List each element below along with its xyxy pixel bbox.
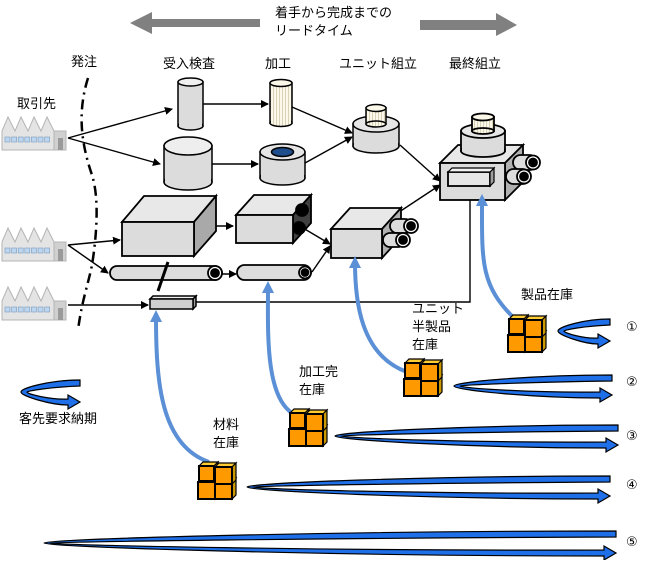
lead-time-loop-1 [557,318,612,350]
unit-box-with-pipes [328,205,419,261]
receiving-wide-cylinder [163,136,213,191]
supply-arrow [150,310,210,464]
lead-time-loop-3 [334,424,620,454]
inventory-cube-stack [402,357,444,398]
unit-semi-inventory-label-1: ユニット [412,302,465,317]
supply-arrow [262,281,294,415]
lead-time-loop-5 [43,530,618,562]
material-inventory-label-2: 在庫 [213,436,240,451]
supply-arrow [476,194,516,320]
material-bar [148,294,198,311]
lead-time-marker-4: ④ [626,478,638,493]
machined-striped-cylinder [269,78,293,128]
receiving-pipe [109,261,223,292]
supplier-factory-icon [1,115,67,151]
lead-time-title-line1: 着手から完成までの [275,6,393,21]
supplier-factory-icon [1,285,67,321]
lead-time-right-arrow [420,13,517,36]
legend-customer-due-date-label: 客先要求納期 [19,412,98,427]
order-label: 発注 [71,55,98,70]
order-boundary-curve [76,77,98,331]
lead-time-marker-3: ③ [626,429,638,444]
machined-pipe [236,264,312,281]
lead-time-title-line2: リードタイム [275,24,353,39]
unit-stacked-cylinder [352,103,400,154]
lead-time-marker-5: ⑤ [626,535,638,550]
machined-ring [259,143,306,186]
supply-arrow [349,256,408,374]
lead-time-loop-4 [246,475,612,505]
stage-final-assembly: 最終組立 [449,57,502,72]
legend-loop-icon [20,379,82,411]
stage-receiving-inspection: 受入検査 [163,57,216,72]
inventory-cube-stack [287,407,329,448]
receiving-tall-cylinder [177,77,204,131]
inventory-cube-stack [196,460,238,501]
lead-time-marker-1: ① [626,320,638,335]
machined-inventory-label-2: 在庫 [299,383,326,398]
stage-machining: 加工 [265,57,292,72]
supplier-label: 取引先 [17,97,57,112]
lead-time-left-arrow [130,12,260,34]
machined-box [233,192,314,246]
product-inventory-label: 製品在庫 [521,288,574,303]
stage-unit-assembly: ユニット組立 [339,57,418,72]
supplier-factory-icon [1,226,67,262]
unit-semi-inventory-label-2: 半製品 [412,320,452,335]
final-assembly-product [437,112,541,203]
lead-time-marker-2: ② [626,375,638,390]
material-inventory-label-1: 材料 [213,418,240,433]
lead-time-loop-2 [453,374,614,404]
machined-inventory-label-1: 加工完 [299,365,339,380]
receiving-box [120,193,218,259]
inventory-cube-stack [506,313,548,354]
unit-semi-inventory-label-3: 在庫 [412,338,439,353]
